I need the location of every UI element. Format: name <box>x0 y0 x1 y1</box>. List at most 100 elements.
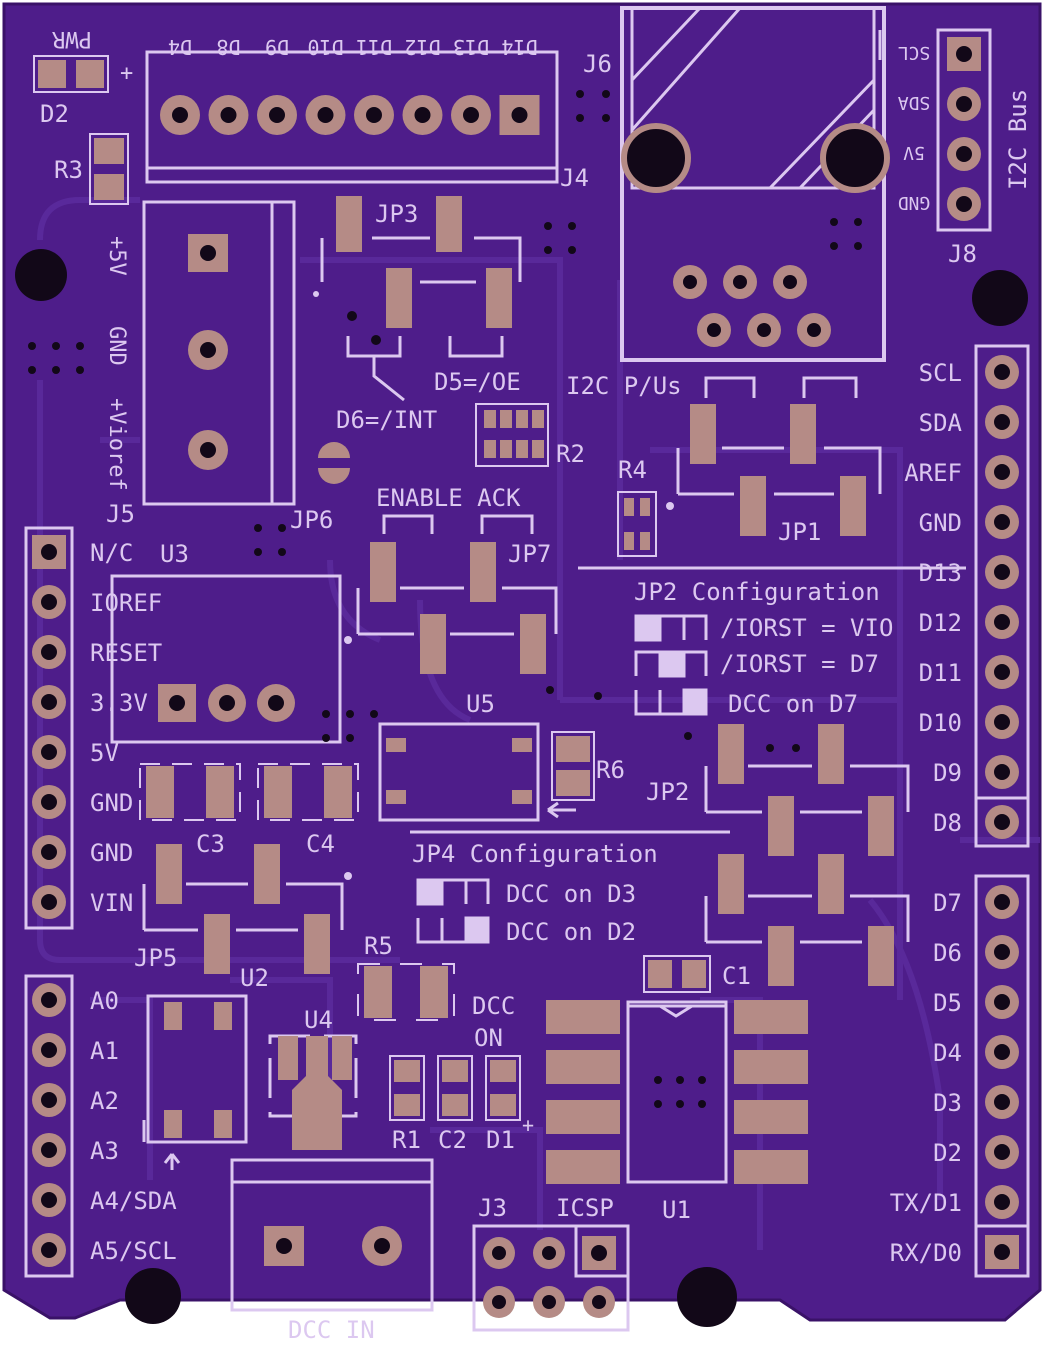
j4-pad <box>160 95 200 135</box>
via <box>830 218 838 226</box>
digital-pin-pad <box>985 1235 1019 1269</box>
via <box>676 1100 684 1108</box>
digital-pin-pad <box>985 655 1019 689</box>
power-pin-pad <box>32 735 66 769</box>
j8-pad <box>947 87 981 121</box>
connector-j3-icsp <box>472 1224 630 1332</box>
digital-pin-label: D10 <box>919 709 962 737</box>
rj-pin <box>673 265 707 299</box>
j8-label: J8 <box>948 240 977 268</box>
power-pin-label: GND <box>90 839 133 867</box>
analog-header-pads <box>32 983 66 1267</box>
via <box>28 342 36 350</box>
power-pin-pad <box>32 685 66 719</box>
chip-u2 <box>142 994 248 1170</box>
via <box>28 366 36 374</box>
mounting-holes <box>15 249 1028 1327</box>
dcc-on-label-2: ON <box>474 1024 503 1052</box>
r5-label: R5 <box>364 932 393 960</box>
pwr-label: PWR <box>51 26 91 51</box>
j6-pins <box>673 265 831 347</box>
vias <box>28 90 862 1108</box>
header-power <box>24 526 74 930</box>
via <box>854 218 862 226</box>
via <box>76 366 84 374</box>
jp2-option-3: DCC on D7 <box>728 690 858 718</box>
j8-pads <box>947 37 981 221</box>
jumper-jp2 <box>704 724 910 986</box>
power-pin-label: 3.3V <box>90 689 148 717</box>
optocoupler-u5 <box>378 722 576 822</box>
connector-j8 <box>936 28 992 232</box>
j4-pin-label: D4 <box>168 35 192 59</box>
u3-label: U3 <box>160 540 189 568</box>
r4-label: R4 <box>618 456 647 484</box>
digital-pin-label: TX/D1 <box>890 1189 962 1217</box>
digital-pin-pad <box>985 885 1019 919</box>
power-pin-label: IOREF <box>90 589 162 617</box>
j8-pin-label: 5V <box>903 142 925 163</box>
connector-j4 <box>145 50 559 184</box>
via <box>544 246 552 254</box>
via <box>698 1100 706 1108</box>
via <box>278 524 286 532</box>
capacitor-c3 <box>139 763 241 821</box>
digital-pin-label: AREF <box>904 459 962 487</box>
j8-pad <box>947 37 981 71</box>
connector-j6-rj <box>620 6 886 362</box>
resistor-r4 <box>617 491 657 557</box>
j5-pin-vioref: +Vioref <box>104 398 129 491</box>
analog-pin-label: A3 <box>90 1137 119 1165</box>
power-pin-label: N/C <box>90 539 133 567</box>
j4-pad <box>257 95 297 135</box>
header-analog <box>24 974 74 1278</box>
power-pin-pad <box>32 835 66 869</box>
jumper-jp7 <box>344 514 558 674</box>
plus-label-d2: + <box>120 61 133 86</box>
digital-pin-label: SCL <box>919 359 962 387</box>
c2-label: C2 <box>438 1126 467 1154</box>
d2-label: D2 <box>40 100 69 128</box>
digital-pin-pad <box>985 1085 1019 1119</box>
rj-pin <box>797 313 831 347</box>
j3-label: J3 <box>478 1194 507 1222</box>
dcc-in-label: DCC IN <box>288 1316 375 1344</box>
power-pin-pad <box>32 535 66 569</box>
j4-pin-label: D13 <box>453 35 489 59</box>
analog-pin-label: A1 <box>90 1037 119 1065</box>
regulator-u3 <box>110 574 342 744</box>
mount-hole-bottom-left <box>125 1268 181 1324</box>
via <box>254 548 262 556</box>
digital-pin-label: GND <box>919 509 962 537</box>
u1-label: U1 <box>662 1196 691 1224</box>
j8-pin-label: SDA <box>898 92 931 113</box>
via <box>568 222 576 230</box>
j4-pin-label: D8 <box>216 35 240 59</box>
digital-pin-label: D8 <box>933 809 962 837</box>
capacitor-c1 <box>643 955 711 993</box>
jp2-option-2: /IORST = D7 <box>720 650 879 678</box>
power-pin-label: 5V <box>90 739 119 767</box>
digital-pin-pad <box>985 1185 1019 1219</box>
digital-pin-pad <box>985 405 1019 439</box>
digital-pin-pad <box>985 1035 1019 1069</box>
via <box>254 524 262 532</box>
power-header-pads <box>32 535 66 919</box>
digital-pin-pad <box>985 1135 1019 1169</box>
connector-dcc-in <box>230 1158 434 1312</box>
power-pin-pad <box>32 635 66 669</box>
rj-pin <box>723 265 757 299</box>
jp4-option-2: DCC on D2 <box>506 918 636 946</box>
j4-pin-label: D9 <box>265 35 289 59</box>
jp2-config-icons <box>634 614 708 716</box>
via <box>654 1100 662 1108</box>
chip-u1 <box>546 1000 808 1184</box>
i2c-bus-label: I2C Bus <box>1004 89 1032 190</box>
digital-pin-pad <box>985 555 1019 589</box>
j4-pad <box>402 95 443 135</box>
rj-pin <box>697 313 731 347</box>
d5-label: D5=/OE <box>434 368 521 396</box>
